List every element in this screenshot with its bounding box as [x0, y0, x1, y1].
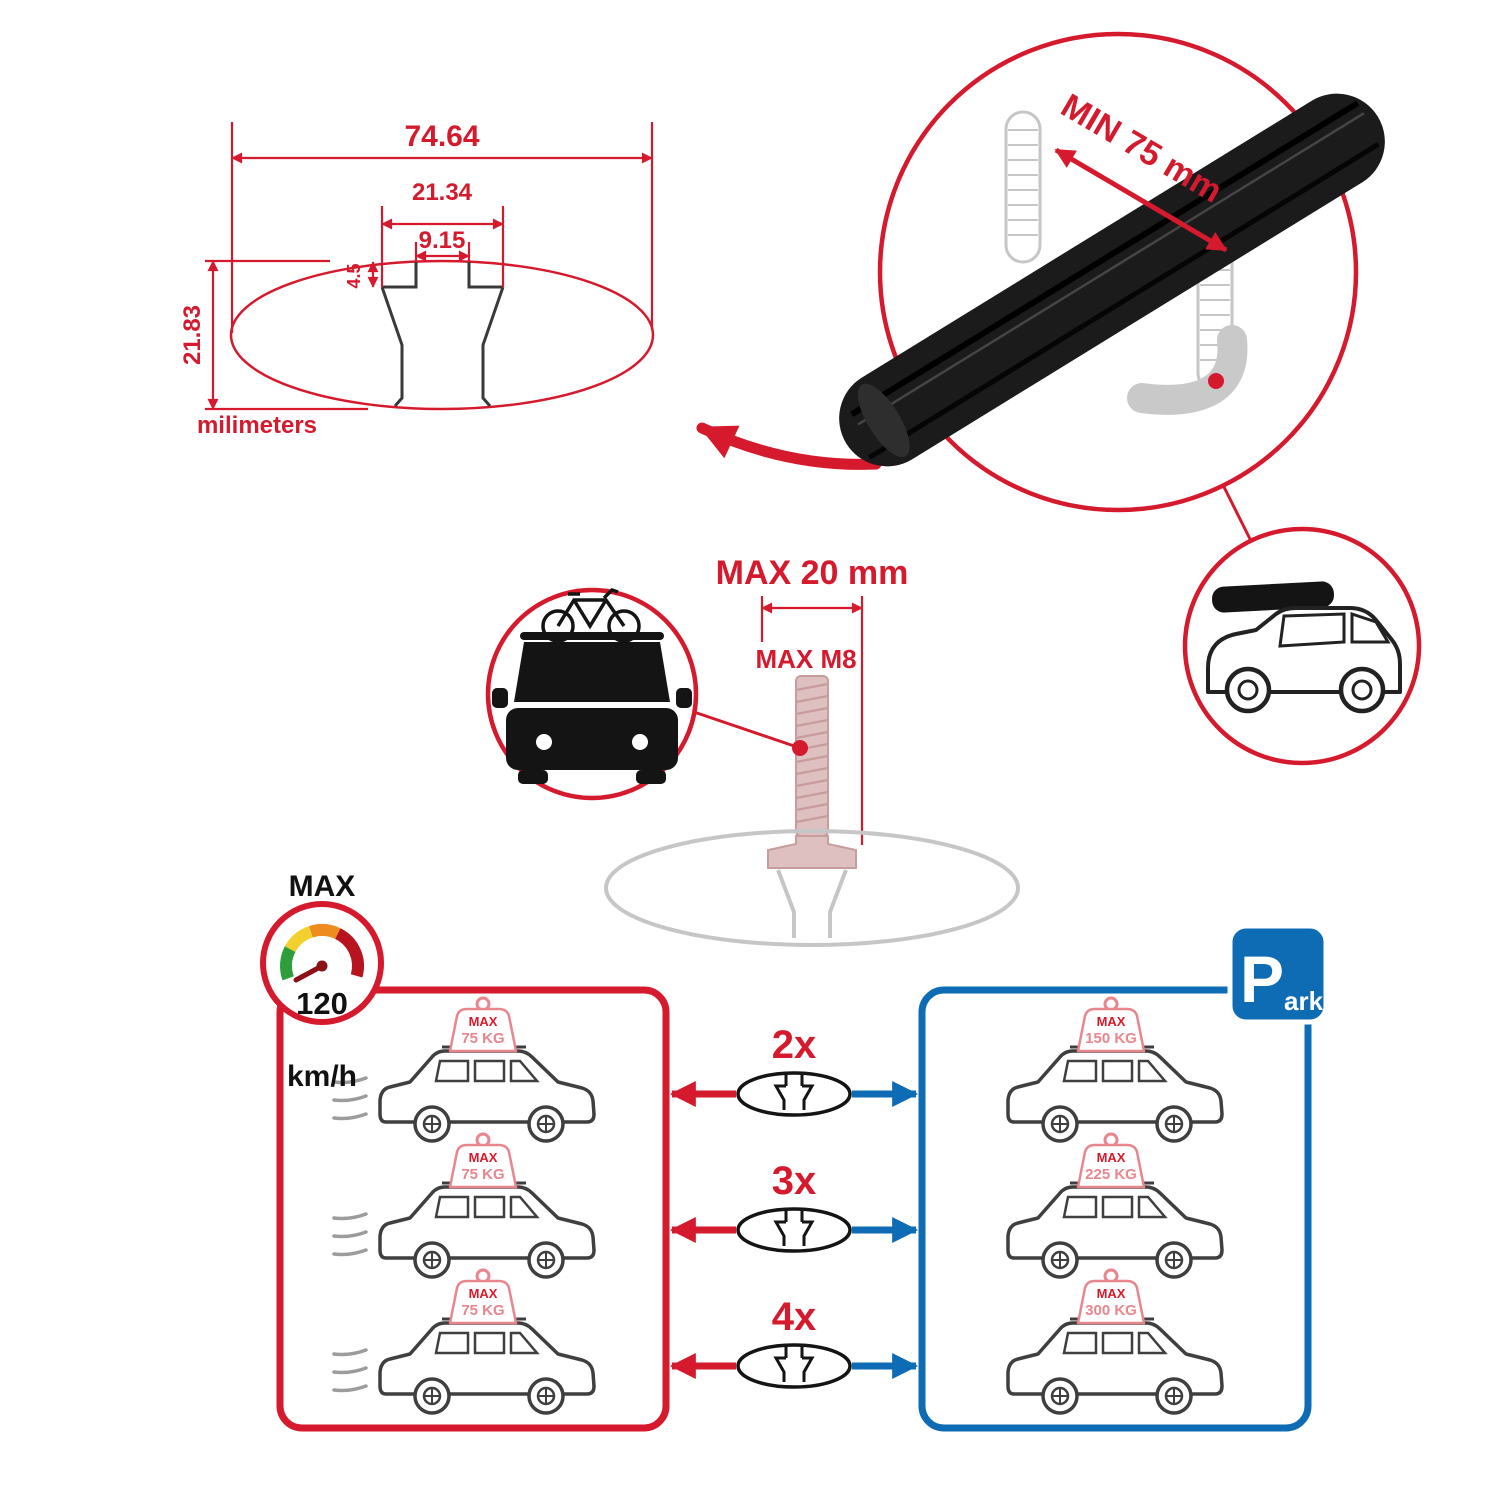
- multiplier-label: 4x: [772, 1295, 817, 1339]
- load-label: MAX: [469, 1150, 498, 1165]
- car-outline: [1006, 1317, 1224, 1415]
- profile-ellipse: [229, 259, 655, 411]
- suv-wheel-hub: [1237, 679, 1259, 701]
- suv-windshield: [1350, 611, 1391, 644]
- parking-panel: [918, 986, 1312, 1432]
- roof-load-badge: MAX 300 KG: [1076, 1268, 1146, 1325]
- load-value: 150 KG: [1085, 1030, 1137, 1047]
- load-value: 225 KG: [1085, 1166, 1137, 1183]
- car-outline: [1006, 1181, 1224, 1279]
- car-outline: [378, 1317, 596, 1415]
- bolt-leader-line: [693, 710, 801, 750]
- multiplier-row-2: 3x: [669, 1159, 919, 1253]
- dim-slot-depth: 4.5: [344, 263, 364, 288]
- gauge-arc-red: [334, 928, 364, 978]
- bolt-thread-limit-label: MAX M8: [755, 644, 856, 674]
- driving-car-row-2: MAX 75 KG: [332, 1132, 596, 1279]
- load-label: MAX: [469, 1014, 498, 1029]
- speed-gauge-value: 120: [296, 986, 348, 1021]
- roofbox-car-badge: [1182, 526, 1422, 766]
- car-outline: [378, 1181, 596, 1279]
- gauge-arc-yellow: [284, 926, 314, 953]
- motion-lines: [332, 1348, 368, 1393]
- suv-wheel: [1224, 666, 1272, 714]
- dim-channel-width: 21.34: [412, 179, 473, 206]
- multiplier-row-1: 2x: [669, 1023, 919, 1117]
- bolt-head-limit-label: MAX 20 mm: [716, 554, 909, 592]
- bicycle-icon: [541, 587, 641, 643]
- crossbar-profile-icon: [736, 1343, 852, 1389]
- ghost-profile-neck: [776, 869, 848, 938]
- profile-t-slot: [380, 262, 505, 407]
- roof-load-badge: MAX 75 KG: [448, 1268, 518, 1325]
- roof-load-badge: MAX 150 KG: [1076, 996, 1146, 1053]
- load-value: 75 KG: [461, 1166, 504, 1183]
- load-value: 75 KG: [461, 1302, 504, 1319]
- car-outline: [1006, 1045, 1224, 1143]
- badge-connector-line: [1221, 484, 1253, 542]
- gauge-arc-green: [280, 946, 296, 981]
- load-value: 300 KG: [1085, 1302, 1137, 1319]
- driving-panel: [276, 986, 670, 1432]
- bike-car-badge: [485, 587, 699, 801]
- crossbar-profile-icon: [736, 1071, 852, 1117]
- park-sign-plate: [1227, 923, 1329, 1025]
- load-value: 75 KG: [461, 1030, 504, 1047]
- bolt-threads: [795, 682, 829, 824]
- park-sign-rest: ark: [1284, 986, 1324, 1016]
- gauge-arc-orange: [309, 924, 341, 940]
- bolt-diagram: MAX 20 mm MAX M8: [485, 554, 1020, 947]
- dim-total-width: 74.64: [404, 120, 479, 153]
- dim-slot-width: 9.15: [419, 227, 466, 254]
- ghost-profile-ellipse: [604, 829, 1020, 947]
- load-label: MAX: [1097, 1014, 1126, 1029]
- suv-wheel: [1338, 666, 1386, 714]
- load-label: MAX: [469, 1286, 498, 1301]
- min-span-arrow: [1054, 147, 1228, 253]
- red-marker-dot: [1208, 373, 1224, 389]
- speed-gauge: MAX 120 km/h: [260, 870, 384, 1093]
- parked-car-row-2: MAX 225 KG: [1006, 1132, 1224, 1279]
- park-sign-letter: P: [1240, 942, 1284, 1016]
- speed-gauge-title: MAX: [289, 870, 356, 903]
- profile-dimension-drawing: 74.64 21.34 9.15 4.5 21.83 milimeters: [179, 120, 655, 439]
- roof-load-badge: MAX 225 KG: [1076, 1132, 1146, 1189]
- bolt-t-head: [767, 835, 857, 869]
- car-outline: [378, 1045, 596, 1143]
- crossbar-bar: [839, 93, 1385, 467]
- motion-lines: [332, 1212, 368, 1257]
- crossbar-profile-icon: [736, 1207, 852, 1253]
- park-sign: P ark: [1227, 923, 1329, 1025]
- suv-window: [1278, 612, 1346, 648]
- pointer-arrow-to-drawing: [696, 422, 882, 470]
- roof-load-badge: MAX 75 KG: [448, 1132, 518, 1189]
- multiplier-label: 3x: [772, 1159, 817, 1203]
- speed-gauge-unit: km/h: [287, 1060, 357, 1093]
- roof-load-badge: MAX 75 KG: [448, 996, 518, 1053]
- load-label: MAX: [1097, 1150, 1126, 1165]
- car-front-icon: [492, 632, 692, 784]
- bolt-leader-dot: [792, 740, 808, 756]
- parked-car-row-1: MAX 150 KG: [1006, 996, 1224, 1143]
- parked-car-row-3: MAX 300 KG: [1006, 1268, 1224, 1415]
- gauge-needle-hub: [316, 960, 328, 972]
- crossbar-closeup: MIN 75 mm: [839, 31, 1422, 766]
- units-label: milimeters: [197, 412, 317, 439]
- suv-wheel-hub: [1351, 679, 1373, 701]
- multiplier-label: 2x: [772, 1023, 817, 1067]
- driving-car-row-3: MAX 75 KG: [332, 1268, 596, 1415]
- driving-car-row-1: MAX 75 KG: [332, 996, 596, 1143]
- motion-lines: [332, 1076, 368, 1121]
- dim-profile-height: 21.83: [179, 305, 206, 365]
- multiplier-row-3: 4x: [669, 1295, 919, 1389]
- roof-box: [1212, 581, 1334, 613]
- load-label: MAX: [1097, 1286, 1126, 1301]
